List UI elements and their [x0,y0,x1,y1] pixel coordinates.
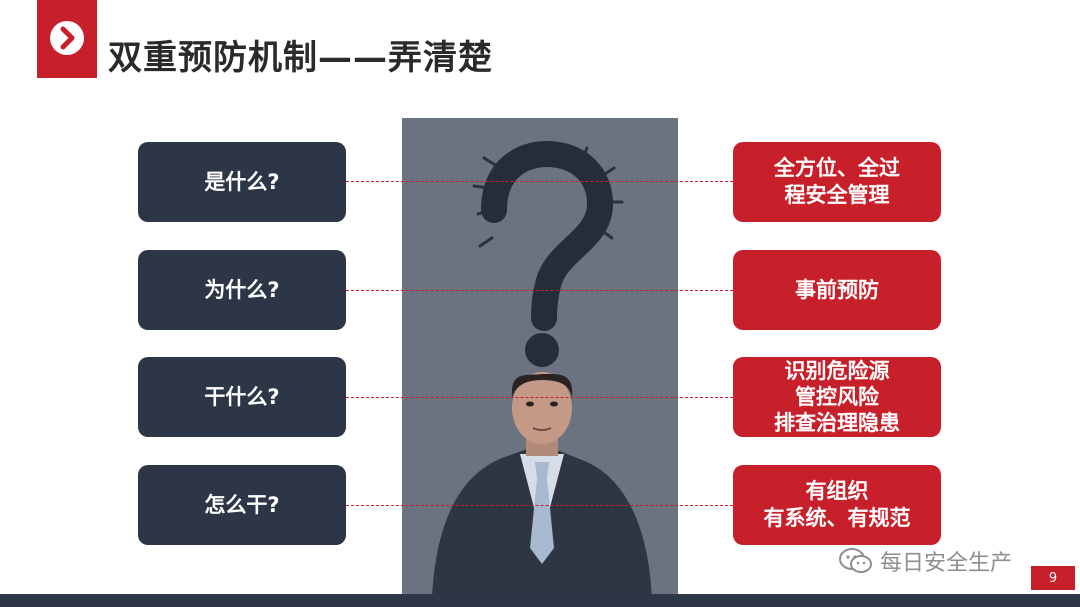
connector-line [346,505,733,506]
connector-line [346,290,733,291]
answer-box-why: 事前预防 [733,250,941,330]
answer-line: 排查治理隐患 [774,411,900,435]
watermark: 每日安全生产 [838,545,1012,577]
question-label: 干什么? [204,384,280,409]
answer-box-what: 全方位、全过 程安全管理 [733,142,941,222]
wechat-icon [839,548,872,573]
answer-line: 有系统、有规范 [763,506,911,530]
title-accent-bar [37,0,97,78]
slide-title: 双重预防机制——弄清楚 [108,38,493,78]
question-box-why: 为什么? [138,250,346,330]
answer-line: 识别危险源 [784,359,890,383]
question-box-do-what: 干什么? [138,357,346,437]
page-number: 9 [1031,566,1075,590]
answer-box-how: 有组织 有系统、有规范 [733,465,941,545]
question-label: 怎么干? [204,492,280,517]
question-mark-icon [481,140,614,331]
question-label: 是什么? [204,169,280,194]
answer-line: 程安全管理 [784,183,890,207]
connector-line [346,397,733,398]
chevron-right-icon [50,21,84,55]
watermark-text: 每日安全生产 [880,551,1013,576]
answer-line: 全方位、全过 [774,156,900,180]
answer-line: 事前预防 [795,277,879,302]
bottom-strip [0,594,1080,607]
answer-line: 管控风险 [795,385,879,409]
answer-line: 有组织 [805,479,869,503]
question-box-how: 怎么干? [138,465,346,545]
answer-box-do-what: 识别危险源 管控风险 排查治理隐患 [733,357,941,437]
thinking-man-illustration [402,118,678,598]
question-label: 为什么? [204,277,280,302]
question-box-what: 是什么? [138,142,346,222]
connector-line [346,181,733,182]
